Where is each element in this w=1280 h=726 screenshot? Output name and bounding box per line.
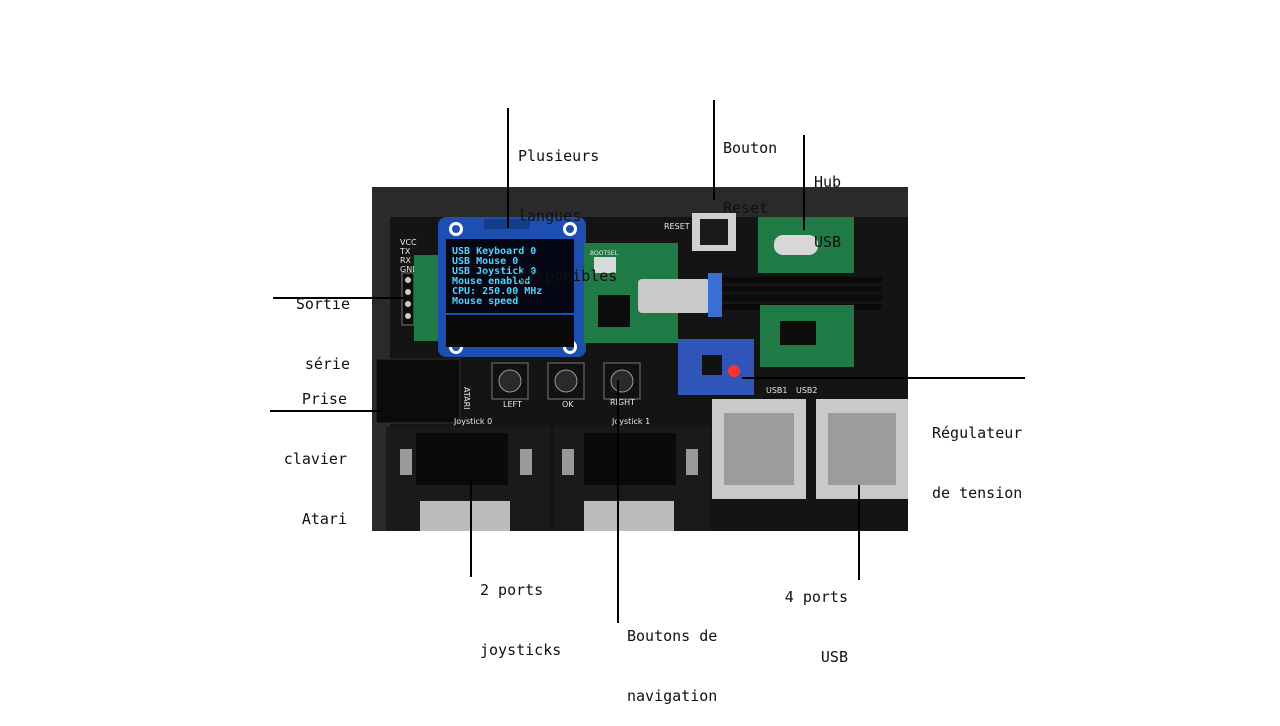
- silk-joystick1: Joystick 1: [611, 417, 650, 426]
- usb-hub-module: [758, 217, 854, 367]
- callout-navigation-line-2: navigation: [627, 687, 718, 705]
- atari-keyboard-socket: ATARI: [375, 358, 471, 424]
- callout-joysticks: 2 ports joysticks: [480, 540, 561, 680]
- oled-line-5: CPU: 250.00 MHz: [452, 286, 542, 297]
- oled-line-3: USB Joystick 0: [452, 265, 536, 277]
- silk-tx: TX: [399, 247, 411, 256]
- board-illustration: VCC TX RX GND USB Keyboard 0 USB Mouse 0…: [372, 187, 908, 531]
- joystick-ports-part: Joystick 0 Joystick 1: [386, 417, 710, 531]
- callout-langues-line-1: Plusieurs: [518, 147, 600, 165]
- callout-serie-line-2: série: [304, 355, 350, 373]
- oled-module: USB Keyboard 0 USB Mouse 0 USB Joystick …: [438, 217, 586, 357]
- callout-regulateur-line-1: Régulateur: [932, 424, 1023, 442]
- leader-serie: [273, 297, 403, 299]
- leader-regulateur: [742, 377, 1025, 379]
- leader-usb: [858, 485, 860, 580]
- leader-navigation: [617, 380, 619, 623]
- usb-ports-part: USB1 USB2: [712, 386, 908, 499]
- oled-screen: [446, 239, 574, 313]
- silk-joystick0: Joystick 0: [453, 417, 492, 426]
- callout-clavier: Prise clavier Atari: [247, 349, 347, 549]
- silk-usb1: USB1: [766, 386, 788, 395]
- callout-joysticks-line-1: 2 ports: [480, 581, 544, 599]
- oled-line-2: USB Mouse 0: [452, 256, 518, 267]
- callout-navigation: Boutons de navigation: [627, 586, 717, 726]
- board-photo: VCC TX RX GND USB Keyboard 0 USB Mouse 0…: [372, 187, 908, 531]
- silk-bootsel: BOOTSEL: [590, 250, 619, 257]
- callout-clavier-line-3: Atari: [301, 510, 347, 528]
- callout-serie: Sortie série: [250, 254, 350, 394]
- callout-reset-line-1: Bouton: [723, 139, 778, 157]
- navigation-buttons-part: LEFT OK RIGHT: [491, 362, 641, 409]
- callout-clavier-line-2: clavier: [283, 450, 347, 468]
- leader-langues: [507, 108, 509, 228]
- oled-line-6: Mouse speed: [452, 296, 518, 307]
- leader-clavier: [270, 410, 382, 412]
- silk-reset: RESET: [664, 222, 690, 231]
- callout-joysticks-line-2: joysticks: [480, 641, 562, 659]
- callout-clavier-line-1: Prise: [301, 390, 347, 408]
- serial-header: VCC TX RX GND: [399, 238, 418, 326]
- leader-hub: [803, 135, 805, 230]
- oled-line-4: Mouse enabled: [452, 276, 530, 287]
- callout-reset: Bouton Reset: [723, 98, 777, 238]
- callout-reset-line-2: Reset: [723, 199, 769, 217]
- silk-left: LEFT: [503, 400, 522, 409]
- callout-langues-line-3: disponibles: [518, 267, 618, 285]
- oled-line-1: USB Keyboard 0: [452, 246, 536, 257]
- reset-button-part: RESET: [664, 213, 736, 251]
- silk-rx: RX: [400, 256, 412, 265]
- callout-langues-line-2: langues: [518, 207, 582, 225]
- leader-reset: [713, 100, 715, 200]
- callout-regulateur: Régulateur de tension: [932, 383, 1022, 523]
- callout-langues: Plusieurs langues disponibles: [518, 106, 617, 306]
- callout-hub: Hub USB: [814, 132, 841, 272]
- callout-regulateur-line-2: de tension: [932, 484, 1023, 502]
- silk-right: RIGHT: [610, 398, 635, 407]
- silk-ok: OK: [562, 400, 574, 409]
- callout-usb-line-1: 4 ports: [784, 588, 848, 606]
- callout-serie-line-1: Sortie: [295, 295, 350, 313]
- leader-joysticks: [470, 480, 472, 577]
- silk-gnd: GND: [400, 265, 418, 274]
- callout-hub-line-1: Hub: [814, 173, 842, 191]
- silk-atari: ATARI: [462, 387, 471, 410]
- microcontroller-module: BOOTSEL: [584, 243, 678, 343]
- voltage-regulator: [678, 339, 754, 395]
- callout-usb: 4 ports USB: [748, 547, 848, 687]
- callout-usb-line-2: USB: [820, 648, 848, 666]
- callout-hub-line-2: USB: [814, 233, 842, 251]
- silk-vcc: VCC: [400, 238, 417, 247]
- callout-navigation-line-1: Boutons de: [627, 627, 718, 645]
- silk-usb2: USB2: [796, 386, 818, 395]
